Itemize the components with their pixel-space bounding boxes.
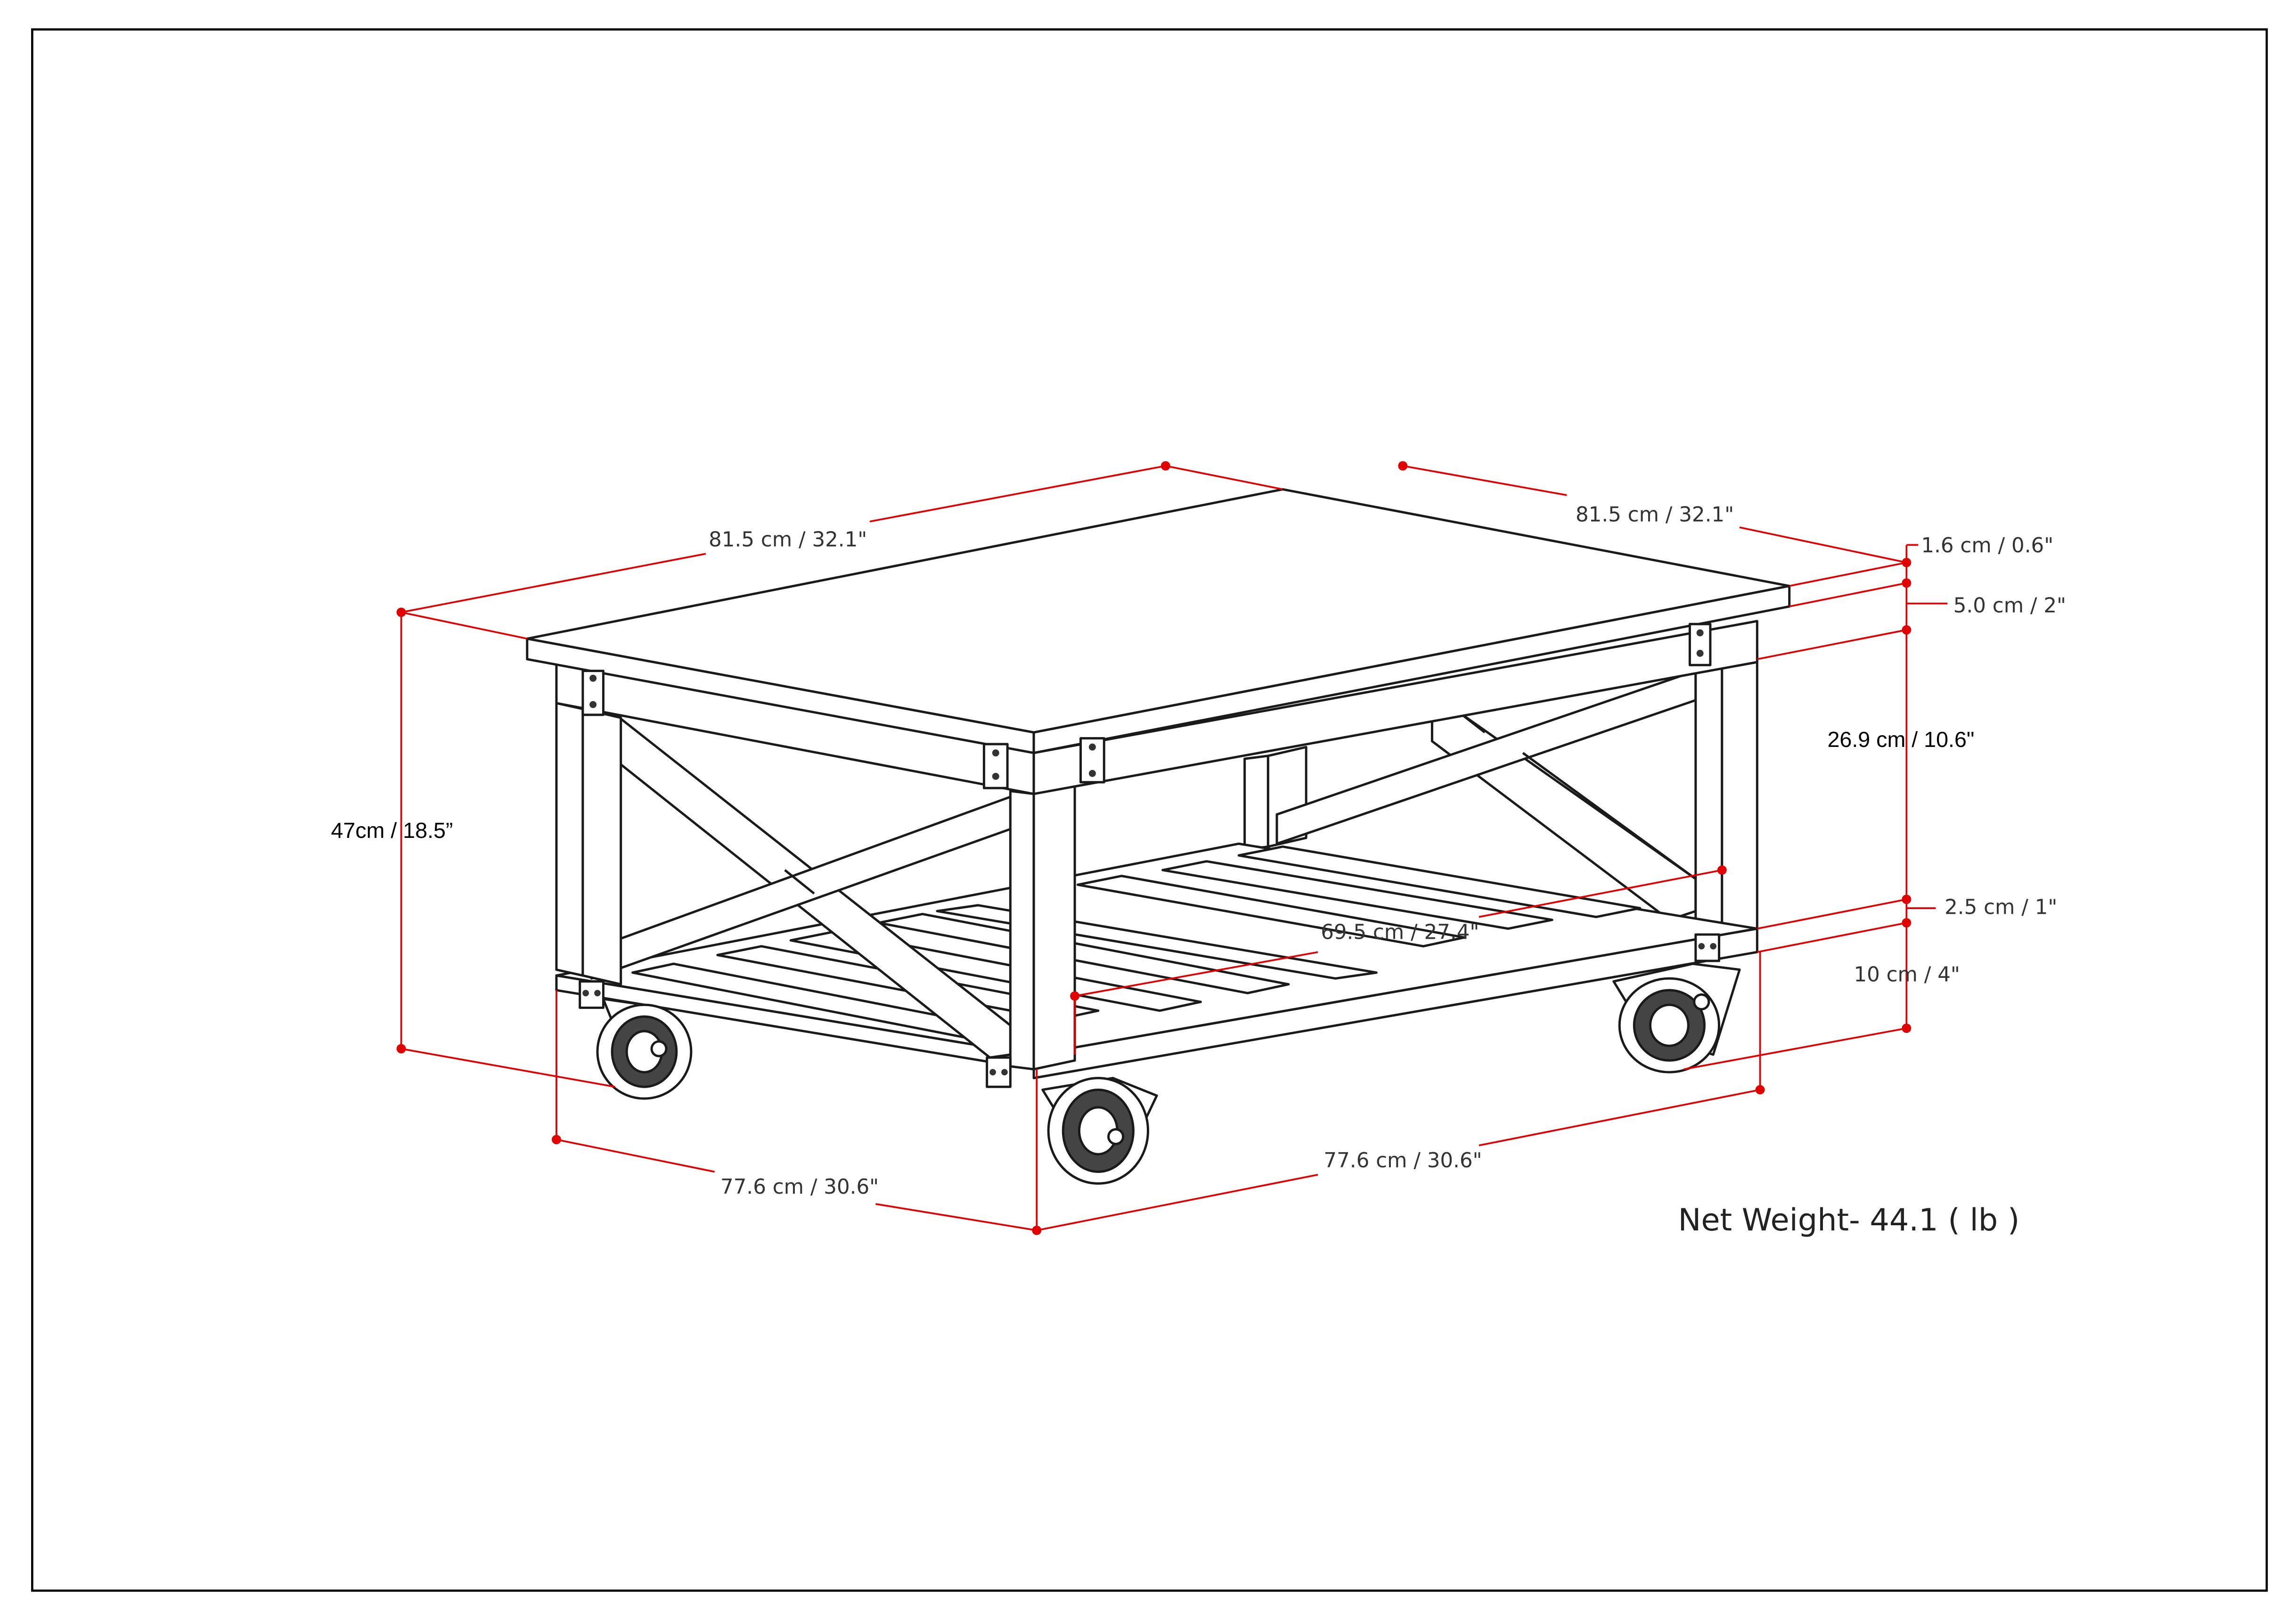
caster-back-right — [1612, 962, 1741, 1074]
caster-front-right — [1041, 1077, 1158, 1185]
dimension-lines — [400, 465, 1948, 1231]
table-top — [526, 488, 1791, 754]
open-height-label: 26.9 cm / 10.6" — [1828, 727, 1975, 752]
top-depth-label: 81.5 cm / 32.1" — [1576, 503, 1734, 527]
top-width-label: 81.5 cm / 32.1" — [709, 528, 867, 551]
front-right-leg — [1009, 784, 1076, 1071]
dimension-endpoints — [396, 461, 1912, 1235]
net-weight-label: Net Weight- 44.1 ( lb ) — [1678, 1202, 2020, 1238]
top-thickness-label: 1.6 cm / 0.6" — [1921, 534, 2053, 557]
shelf-thickness-label: 2.5 cm / 1" — [1945, 896, 2057, 919]
apron-height-label: 5.0 cm / 2" — [1953, 594, 2066, 617]
caster-front-left — [596, 998, 693, 1100]
base-width-label: 77.6 cm / 30.6" — [1324, 1149, 1482, 1172]
bottom-shelf — [555, 842, 1758, 1080]
right-rear-leg — [1694, 649, 1758, 945]
front-left-leg — [555, 702, 622, 986]
right-apron — [1032, 620, 1758, 795]
frame-border — [31, 28, 2268, 1592]
right-side-x-brace — [1275, 670, 1697, 921]
overall-height-label: 47cm / 18.5” — [331, 818, 453, 843]
coffee-table-illustration — [526, 488, 1791, 1185]
caster-height-label: 10 cm / 4" — [1854, 963, 1960, 987]
base-depth-label: 77.6 cm / 30.6" — [720, 1175, 879, 1199]
bracket-bolts — [582, 629, 1716, 1076]
shelf-span-label: 69.5 cm / 27.4" — [1321, 920, 1479, 944]
